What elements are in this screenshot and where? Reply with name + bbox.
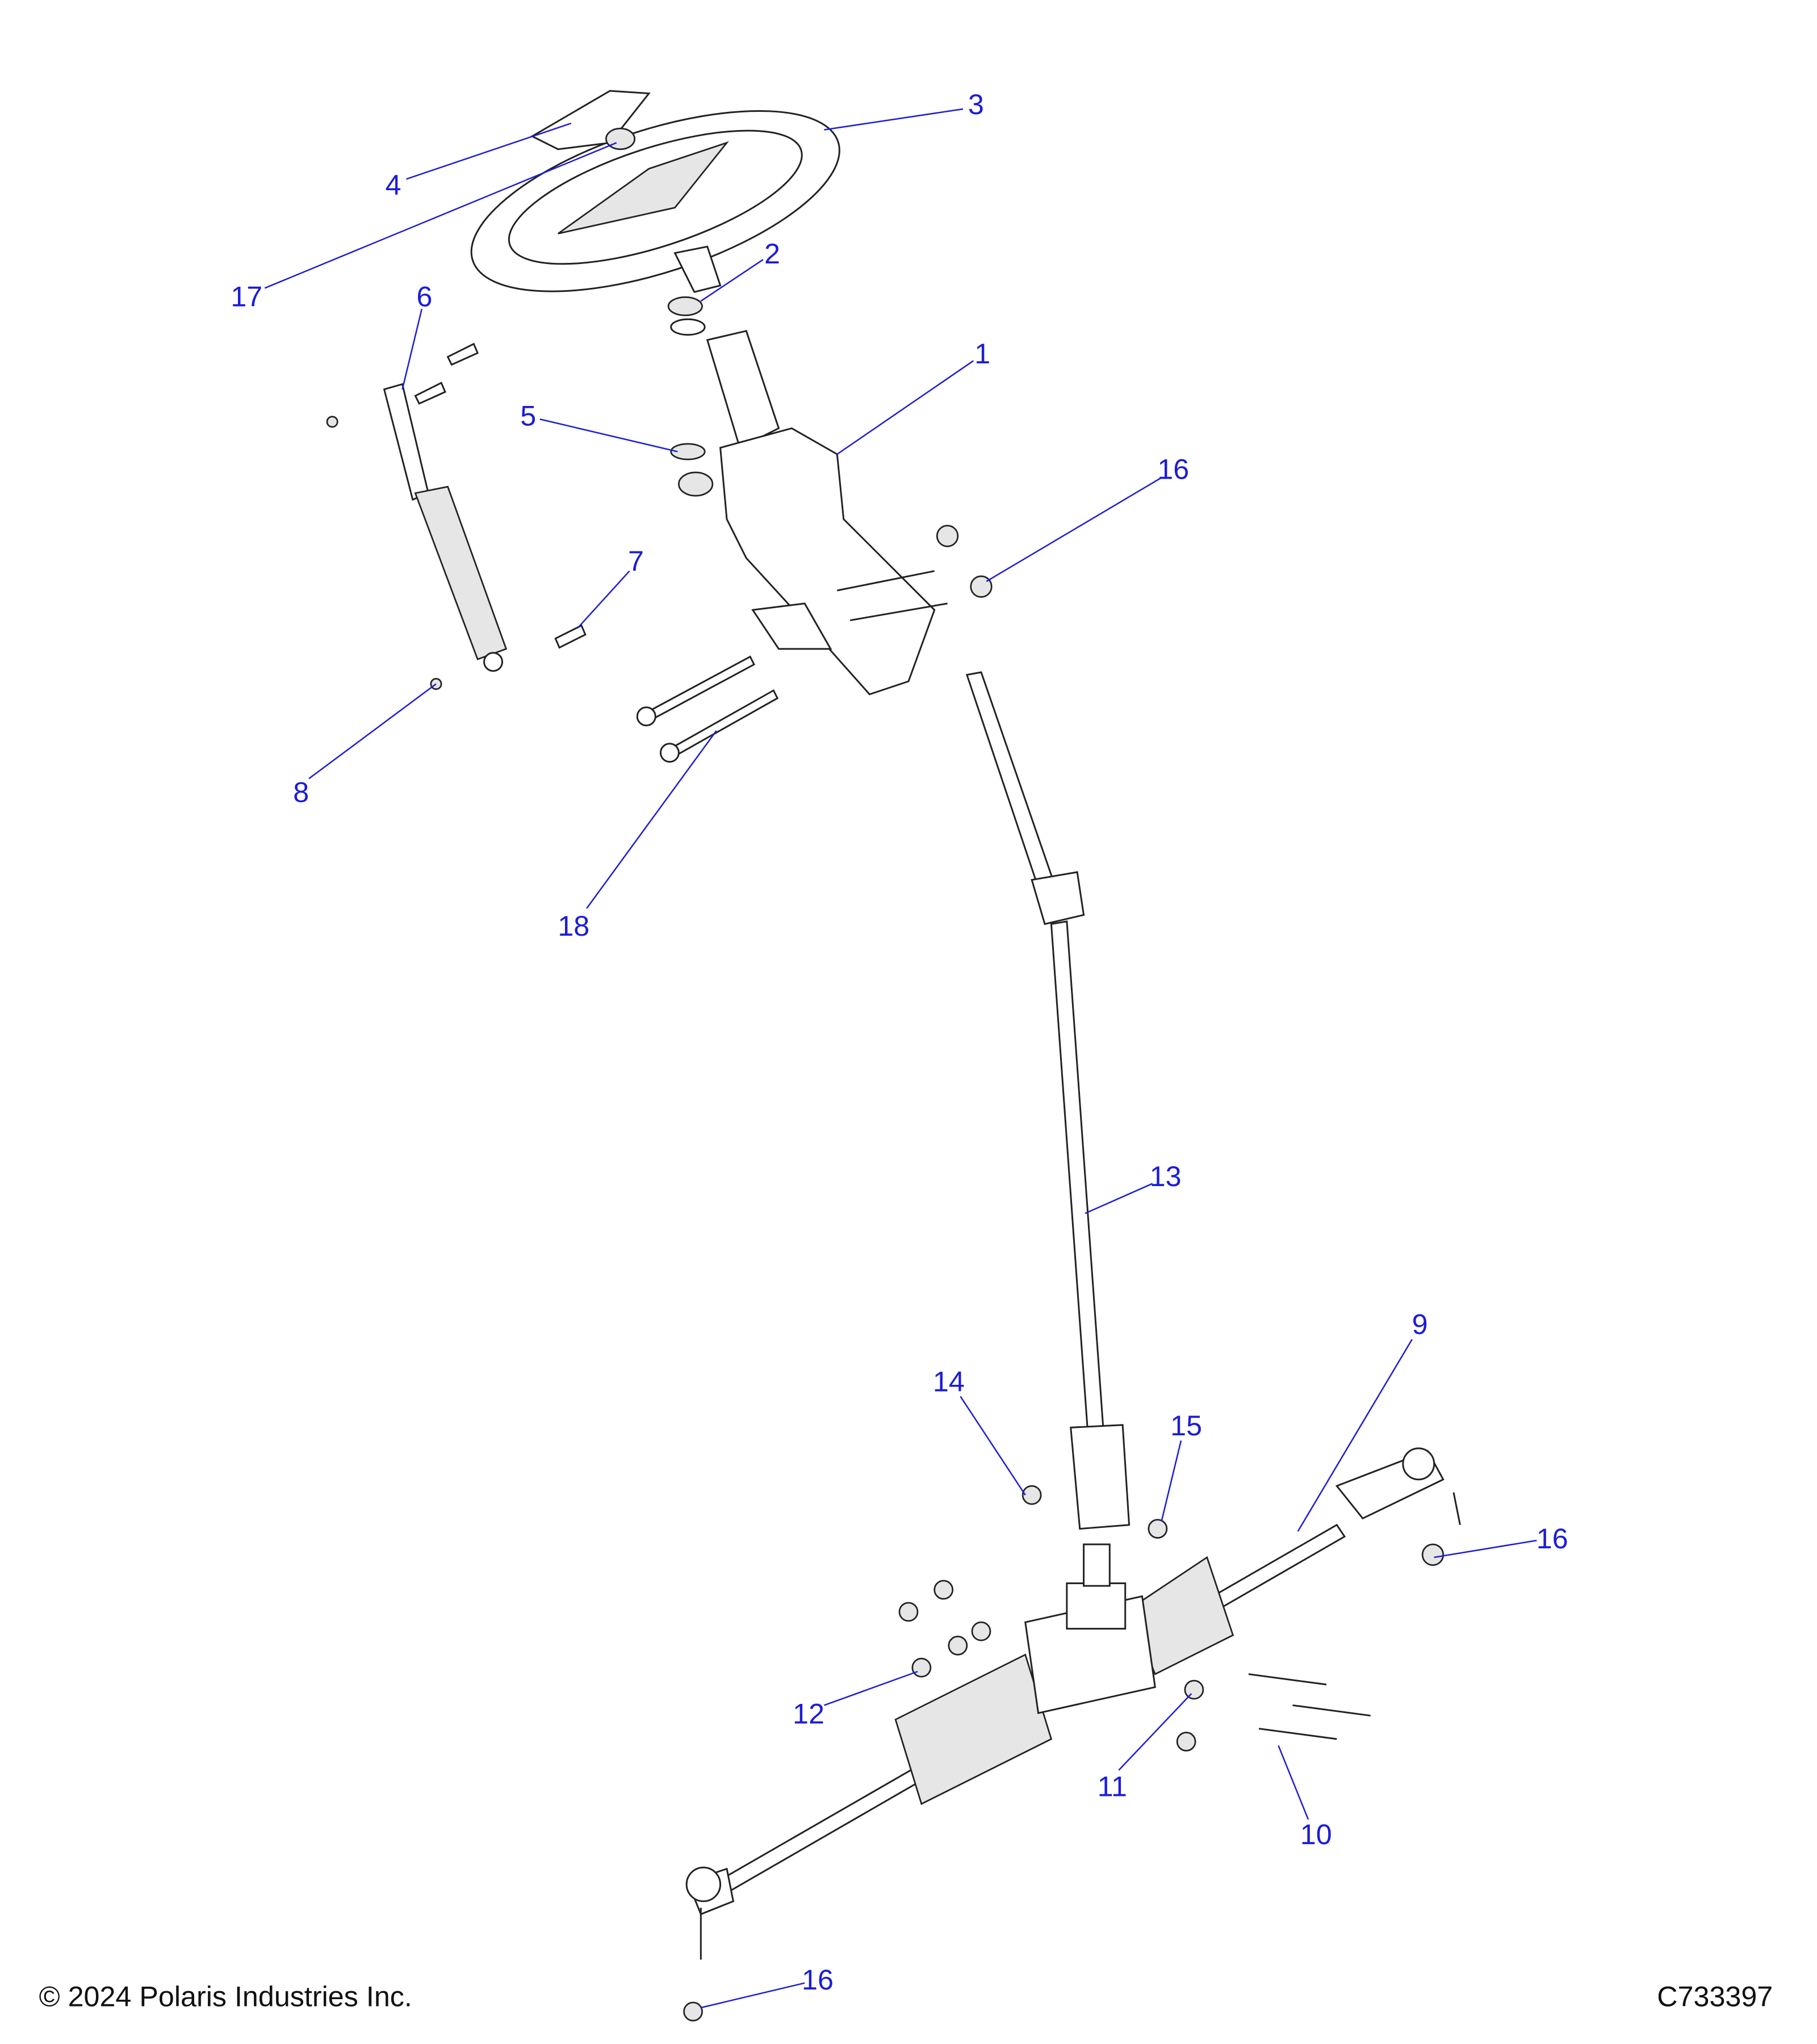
callout-2: 2 bbox=[764, 237, 780, 270]
callout-15: 15 bbox=[1170, 1409, 1202, 1442]
gas-strut bbox=[326, 342, 587, 690]
callout-1: 1 bbox=[974, 337, 990, 370]
callout-9: 9 bbox=[1412, 1308, 1428, 1341]
callout-11: 11 bbox=[1098, 1770, 1127, 1802]
callout-4: 4 bbox=[386, 169, 401, 201]
callout-16: 16 bbox=[1157, 453, 1189, 485]
bolts-18 bbox=[636, 655, 779, 763]
steering-rack bbox=[685, 1447, 1461, 1960]
callout-7: 7 bbox=[628, 545, 644, 577]
callout-18: 18 bbox=[558, 910, 589, 942]
horn-pad bbox=[530, 90, 651, 150]
callout-10: 10 bbox=[1300, 1818, 1332, 1850]
callout-12: 12 bbox=[793, 1697, 824, 1729]
hardware-rack bbox=[683, 1485, 1445, 2022]
callout-3: 3 bbox=[968, 88, 984, 120]
diagram-id: C733397 bbox=[1657, 1980, 1773, 2013]
copyright-text: © 2024 Polaris Industries Inc. bbox=[39, 1980, 412, 2013]
callout-6: 6 bbox=[416, 280, 432, 312]
callout-17: 17 bbox=[231, 280, 262, 312]
nuts-16-upper bbox=[936, 525, 993, 598]
callout-16: 16 bbox=[802, 1963, 834, 1996]
column-bracket bbox=[706, 330, 948, 696]
callout-5: 5 bbox=[520, 400, 536, 432]
callout-13: 13 bbox=[1150, 1160, 1182, 1192]
leader-lines bbox=[264, 108, 1537, 2009]
intermediate-shaft bbox=[965, 671, 1131, 1530]
steering-wheel bbox=[470, 110, 840, 294]
bushings bbox=[667, 296, 714, 497]
callout-14: 14 bbox=[933, 1365, 965, 1397]
callout-16: 16 bbox=[1537, 1522, 1568, 1555]
callout-8: 8 bbox=[293, 776, 309, 809]
